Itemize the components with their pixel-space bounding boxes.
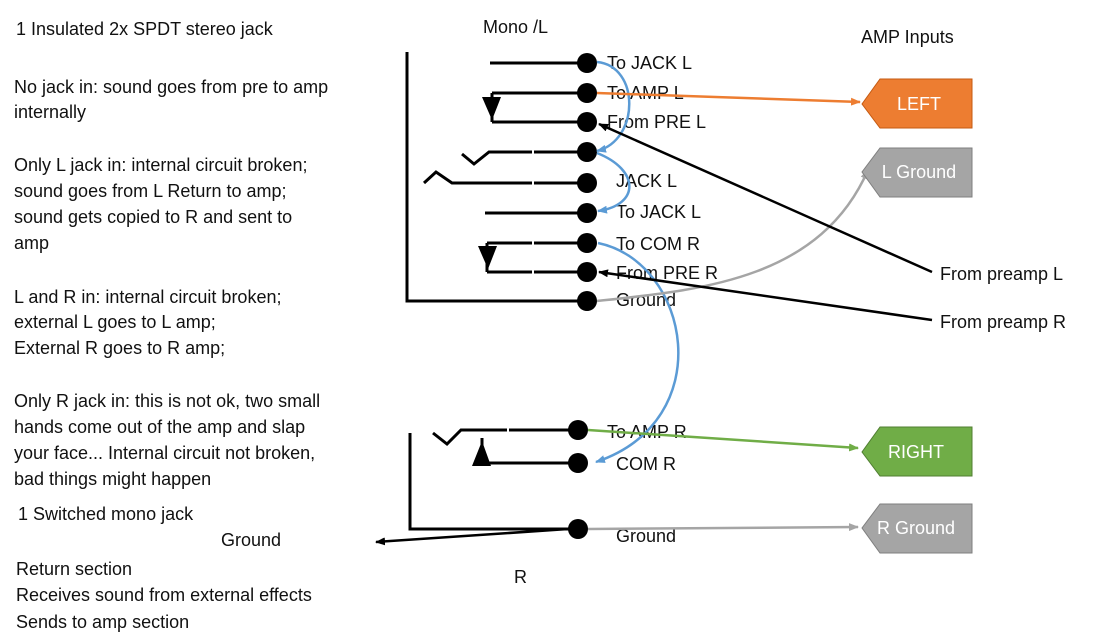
amp-tag-left-shape — [861, 78, 973, 129]
stereo-l-switch-arrow — [482, 97, 501, 120]
label-mono-ground: Ground — [616, 526, 676, 546]
note-l-and-r-line-3: External R goes to R amp; — [14, 338, 225, 358]
note-only-r-line-3: your face... Internal circuit not broken… — [14, 443, 315, 463]
amp-tag-l-ground: L Ground — [861, 147, 973, 198]
wire-from-preamp-l — [598, 122, 933, 274]
label-to-jack-l: To JACK L — [607, 53, 692, 73]
terminal-com-r — [568, 453, 588, 473]
note-only-r-line-2: hands come out of the amp and slap — [14, 417, 305, 437]
note-no-jack-line-1: No jack in: sound goes from pre to amp — [14, 77, 328, 97]
terminal-jack-l — [577, 173, 597, 193]
amp-tag-right: RIGHT — [861, 426, 973, 477]
amp-inputs-header: AMP Inputs — [861, 27, 954, 47]
label-jack-l: JACK L — [616, 171, 677, 191]
amp-tag-r-ground-shape — [861, 503, 973, 554]
stereo-r-switch-arrow — [478, 246, 497, 269]
terminal-upper-jack-l — [577, 142, 597, 162]
amp-tag-right-shape — [861, 426, 973, 477]
terminal-to-amp-l — [577, 83, 597, 103]
wire-to-amp-left — [596, 91, 861, 106]
amp-tag-r-ground: R Ground — [861, 503, 973, 554]
terminal-to-jack-l-2 — [577, 203, 597, 223]
wire-to-r-ground — [587, 523, 859, 532]
mono-switch-arrow — [472, 441, 491, 466]
amp-tag-left-label: LEFT — [897, 94, 941, 114]
from-preamp-l-label: From preamp L — [940, 264, 1063, 284]
terminal-to-amp-r — [568, 420, 588, 440]
stereo-jack-title: 1 Insulated 2x SPDT stereo jack — [16, 19, 274, 39]
amp-tag-l-ground-label: L Ground — [882, 162, 956, 182]
return-line-1: Return section — [16, 559, 132, 579]
label-to-jack-l-2: To JACK L — [616, 202, 701, 222]
note-only-l-line-1: Only L jack in: internal circuit broken; — [14, 155, 307, 175]
return-line-3: Sends to amp section — [16, 612, 189, 632]
return-line-2: Receives sound from external effects — [16, 585, 312, 605]
blue-jumper-wires — [595, 60, 680, 464]
terminal-to-com-r — [577, 233, 597, 253]
mono-jack-symbol — [408, 428, 578, 531]
stereo-terminals — [577, 53, 597, 311]
from-preamp-r-label: From preamp R — [940, 312, 1066, 332]
note-l-and-r-line-2: external L goes to L amp; — [14, 312, 216, 332]
stereo-jack-symbol — [405, 52, 587, 303]
wire-to-ground-note — [375, 527, 569, 546]
label-com-r: COM R — [616, 454, 676, 474]
amp-tag-right-label: RIGHT — [888, 442, 944, 462]
note-only-l-line-4: amp — [14, 233, 49, 253]
label-ground: Ground — [616, 290, 676, 310]
mono-jack-title: 1 Switched mono jack — [18, 504, 194, 524]
note-only-l-line-3: sound gets copied to R and sent to — [14, 207, 292, 227]
wire-to-amp-right — [587, 428, 859, 452]
note-only-r-line-4: bad things might happen — [14, 469, 211, 489]
amp-tag-left: LEFT — [861, 78, 973, 129]
mono-l-header: Mono /L — [483, 17, 548, 37]
note-only-r-line-1: Only R jack in: this is not ok, two smal… — [14, 391, 320, 411]
r-header: R — [514, 567, 527, 587]
wire-from-preamp-r — [598, 269, 933, 322]
terminal-mono-ground — [568, 519, 588, 539]
label-from-pre-l: From PRE L — [607, 112, 706, 132]
mono-terminals — [568, 420, 588, 539]
ground-note: Ground — [221, 530, 281, 550]
amp-tag-r-ground-label: R Ground — [877, 518, 955, 538]
note-only-l-line-2: sound goes from L Return to amp; — [14, 181, 286, 201]
terminal-from-pre-l — [577, 112, 597, 132]
amp-tag-l-ground-shape — [861, 147, 973, 198]
label-to-com-r: To COM R — [616, 234, 700, 254]
terminal-to-jack-l — [577, 53, 597, 73]
terminal-ground — [577, 291, 597, 311]
note-l-and-r-line-1: L and R in: internal circuit broken; — [14, 287, 281, 307]
note-no-jack-line-2: internally — [14, 102, 86, 122]
terminal-from-pre-r — [577, 262, 597, 282]
wire-to-l-ground — [596, 169, 870, 303]
label-from-pre-r: From PRE R — [616, 263, 718, 283]
